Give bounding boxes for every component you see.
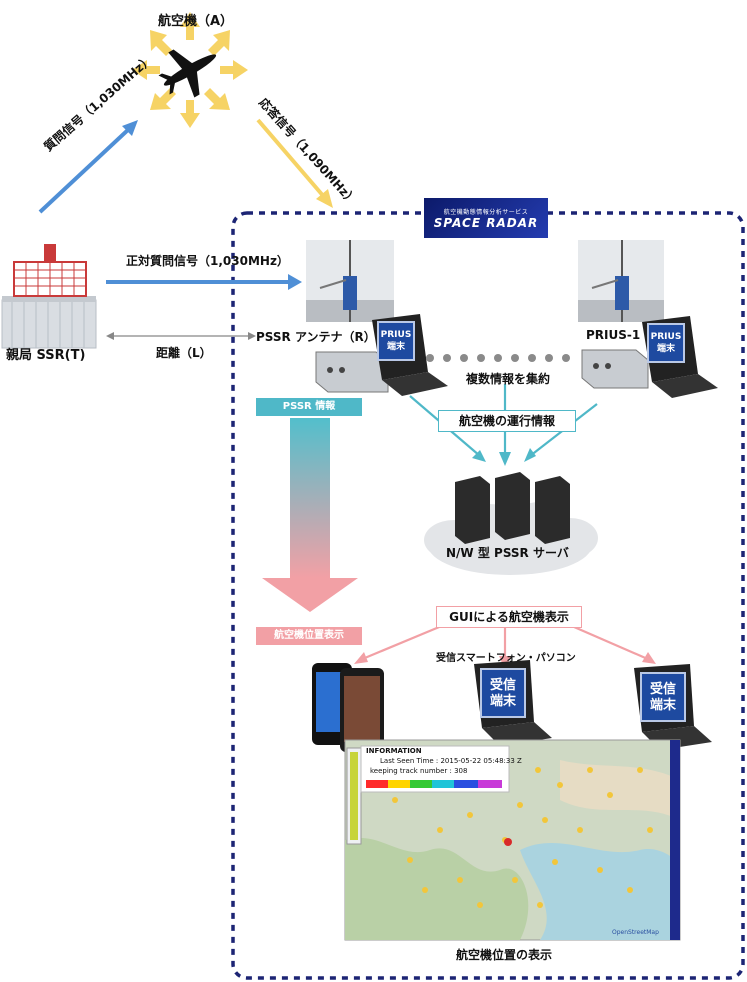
map-last-seen: Last Seen Time : 2015-05-22 05:48:33 Z bbox=[380, 757, 522, 765]
server-icon bbox=[455, 472, 570, 544]
footer-label: 航空機位置の表示 bbox=[456, 948, 553, 962]
server-label: N/W 型 PSSR サーバ bbox=[446, 546, 569, 560]
collect-dots bbox=[426, 354, 570, 362]
space-radar-subtitle: 航空機動態情報分析サービス bbox=[443, 209, 529, 216]
map-view bbox=[344, 739, 681, 941]
direct-interrogation-label: 正対質問信号（1,030MHz） bbox=[126, 254, 289, 268]
receiver-terminal-screen-right: 受信 端末 bbox=[640, 672, 686, 722]
space-radar-title: SPACE RADAR bbox=[433, 216, 539, 230]
reply-arrow bbox=[256, 118, 327, 200]
aircraft-radiation bbox=[132, 12, 248, 128]
airplane-icon bbox=[158, 49, 217, 98]
prius-unit-label: PRIUS-1 bbox=[586, 328, 641, 342]
space-radar-logo: 航空機動態情報分析サービス SPACE RADAR bbox=[424, 198, 548, 238]
aircraft-label: 航空機（A） bbox=[158, 14, 234, 29]
map-info-title: INFORMATION bbox=[366, 747, 422, 755]
receiver-terminal-line2: 端末 bbox=[489, 694, 516, 709]
pssr-info-label: PSSR 情報 bbox=[256, 398, 362, 416]
smartphone-icon bbox=[312, 663, 384, 752]
receiver-unit-right bbox=[581, 349, 649, 389]
prius-terminal-line2: 端末 bbox=[386, 342, 405, 352]
distance-label: 距離（L） bbox=[156, 346, 212, 360]
ssr-label: 親局 SSR(T) bbox=[6, 348, 86, 363]
ssr-tower-icon bbox=[1, 244, 97, 349]
receiver-terminal-line1: 受信 bbox=[489, 678, 516, 693]
map-credit: OpenStreetMap bbox=[612, 929, 659, 936]
prius-antenna-photo bbox=[578, 240, 664, 322]
prius-terminal-screen-left: PRIUS 端末 bbox=[377, 321, 415, 361]
receiver-terminal-line2: 端末 bbox=[649, 698, 676, 713]
receivers-label: 受信スマートフォン・パソコン bbox=[436, 653, 576, 664]
collect-label: 複数情報を集約 bbox=[466, 372, 551, 386]
gui-label: GUIによる航空機表示 bbox=[436, 606, 582, 628]
pssr-antenna-photo bbox=[306, 240, 394, 322]
interrogation-arrow bbox=[38, 126, 132, 214]
prius-terminal-line2: 端末 bbox=[656, 344, 675, 354]
pssr-to-display-arrow bbox=[262, 418, 358, 612]
receiver-terminal-line1: 受信 bbox=[649, 682, 676, 697]
receiver-unit-left bbox=[315, 351, 389, 393]
prius-terminal-line1: PRIUS bbox=[650, 332, 682, 342]
prius-terminal-line1: PRIUS bbox=[380, 330, 412, 340]
ops-info-label: 航空機の運行情報 bbox=[438, 410, 576, 432]
position-display-label: 航空機位置表示 bbox=[256, 627, 362, 645]
map-tracking: keeping track number : 308 bbox=[370, 767, 468, 775]
pssr-antenna-label: PSSR アンテナ（R） bbox=[256, 330, 376, 344]
prius-terminal-screen-right: PRIUS 端末 bbox=[647, 323, 685, 363]
receiver-terminal-screen-center: 受信 端末 bbox=[480, 668, 526, 718]
